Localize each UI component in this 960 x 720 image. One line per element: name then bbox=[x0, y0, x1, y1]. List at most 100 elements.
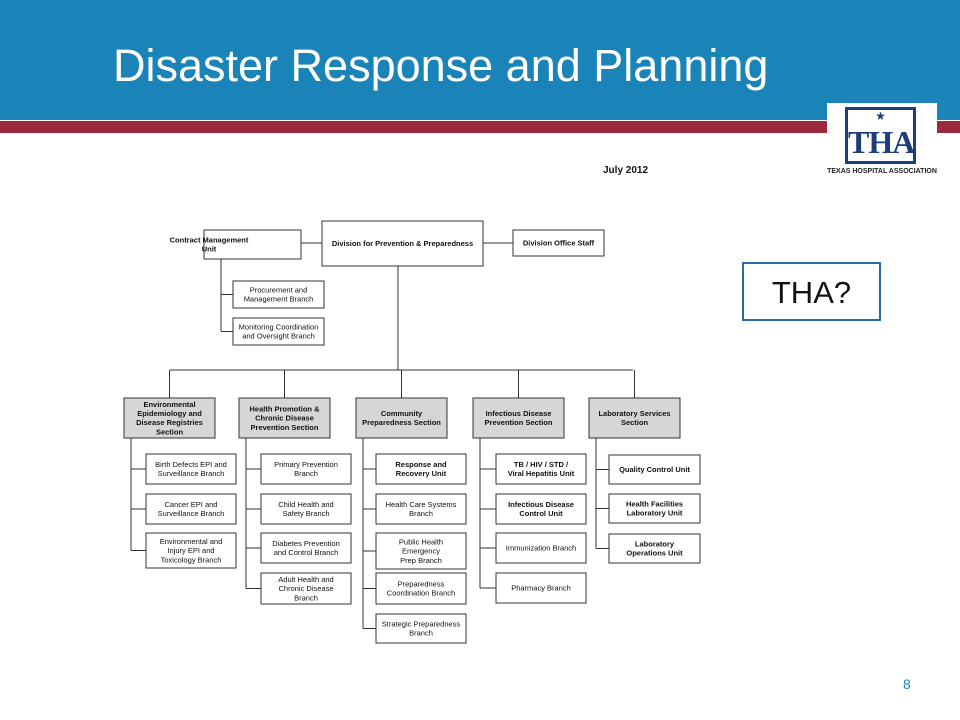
logo-organization-name: TEXAS HOSPITAL ASSOCIATION bbox=[827, 168, 937, 175]
box-label-line: Chronic Disease bbox=[278, 584, 333, 593]
box-label-line: Primary Prevention bbox=[274, 460, 338, 469]
box-label-line: Surveillance Branch bbox=[158, 469, 225, 478]
box-label-line: Branch bbox=[409, 629, 433, 638]
box-label-line: Branch bbox=[409, 509, 433, 518]
box-label-line: Procurement and bbox=[250, 286, 308, 295]
box-label-line: Public Health bbox=[399, 537, 443, 546]
node-section-child: Immunization Branch bbox=[495, 532, 587, 564]
box-label-line: Division for Prevention & Preparedness bbox=[332, 239, 473, 248]
node-section-child: Quality Control Unit bbox=[608, 454, 701, 485]
box-label-line: Response and bbox=[395, 460, 447, 469]
box-label-line: Coordination Branch bbox=[387, 589, 455, 598]
box-label-line: Branch bbox=[294, 593, 318, 602]
node-division-office-staff: Division Office Staff bbox=[512, 229, 605, 257]
box-label-line: Epidemiology and bbox=[137, 409, 202, 418]
box-label-line: TB / HIV / STD / bbox=[514, 460, 569, 469]
box-label-line: Diabetes Prevention bbox=[272, 539, 340, 548]
box-label-line: Injury EPI and bbox=[167, 546, 214, 555]
tha-logo-mark: ★ THA bbox=[845, 107, 916, 164]
box-label-line: Health Care Systems bbox=[386, 500, 457, 509]
box-label-line: Management Branch bbox=[244, 295, 314, 304]
box-label-line: Unit bbox=[202, 245, 217, 254]
box-label-line: Laboratory Services bbox=[598, 409, 670, 418]
orgchart-date: July 2012 bbox=[603, 165, 649, 176]
box-label-line: Infectious Disease bbox=[486, 409, 552, 418]
box-label-line: Division Office Staff bbox=[523, 239, 595, 248]
box-label-line: Health Promotion & bbox=[249, 404, 320, 413]
box-label-line: Operations Unit bbox=[626, 549, 683, 558]
box-label-line: Quality Control Unit bbox=[619, 465, 690, 474]
box-label-line: Emergency bbox=[402, 547, 440, 556]
box-label-line: Prep Branch bbox=[400, 556, 442, 565]
box-label-line: Preparedness Section bbox=[362, 418, 441, 427]
box-label-line: Section bbox=[156, 427, 184, 436]
logo-mark-text: THA bbox=[848, 124, 915, 160]
box-label-line: Recovery Unit bbox=[396, 469, 447, 478]
box-label-line: Pharmacy Branch bbox=[511, 584, 571, 593]
box-label-line: Health Facilities bbox=[626, 500, 683, 509]
page-number: 8 bbox=[903, 676, 911, 692]
slide-title: Disaster Response and Planning bbox=[113, 40, 769, 91]
box-label-line: Immunization Branch bbox=[506, 544, 576, 553]
node-division-prevention-preparedness: Division for Prevention & Preparedness bbox=[321, 220, 484, 267]
node-section-child: Pharmacy Branch bbox=[495, 572, 587, 604]
box-label-line: Adult Health and bbox=[278, 575, 333, 584]
box-label-line: Community bbox=[381, 409, 423, 418]
star-icon: ★ bbox=[875, 109, 886, 123]
slide-header: Disaster Response and Planning bbox=[0, 0, 960, 120]
box-label-line: Surveillance Branch bbox=[158, 509, 225, 518]
callout-text: THA? bbox=[771, 275, 852, 310]
box-label-line: and Control Branch bbox=[274, 548, 339, 557]
box-label-line: Laboratory bbox=[635, 540, 675, 549]
callout-box: THA? bbox=[742, 262, 881, 321]
header-accent-bar bbox=[0, 121, 960, 133]
box-label-line: Laboratory Unit bbox=[627, 509, 683, 518]
box-label-line: Child Health and bbox=[278, 500, 333, 509]
box-label-line: Strategic Preparedness bbox=[382, 620, 461, 629]
box-label-line: Monitoring Coordination bbox=[239, 323, 319, 332]
box-label-line: Control Unit bbox=[519, 509, 563, 518]
box-label-line: Section bbox=[621, 418, 649, 427]
box-label-line: Disease Registries bbox=[136, 418, 203, 427]
box-label-line: Environmental bbox=[143, 400, 195, 409]
box-label-line: Infectious Disease bbox=[508, 500, 574, 509]
box-label-line: Environmental and bbox=[160, 537, 223, 546]
box-label-line: Preparedness bbox=[398, 580, 445, 589]
box-label-line: Branch bbox=[294, 469, 318, 478]
box-label-line: Cancer EPI and bbox=[165, 500, 218, 509]
box-label-line: Prevention Section bbox=[251, 423, 319, 432]
box-label-line: Viral Hepatitis Unit bbox=[508, 469, 575, 478]
box-label-line: Toxicology Branch bbox=[161, 555, 222, 564]
box-label-line: and Oversight Branch bbox=[242, 332, 315, 341]
box-label-line: Safety Branch bbox=[282, 509, 329, 518]
box-label-line: Prevention Section bbox=[485, 418, 553, 427]
box-label-line: Birth Defects EPI and bbox=[155, 460, 227, 469]
node-section-child: TB / HIV / STD /Viral Hepatitis Unit bbox=[495, 453, 587, 485]
node-section: Health Promotion &Chronic DiseasePrevent… bbox=[238, 397, 331, 439]
box-label-line: Chronic Disease bbox=[255, 414, 314, 423]
box-label-line: Contract Management bbox=[170, 236, 249, 245]
